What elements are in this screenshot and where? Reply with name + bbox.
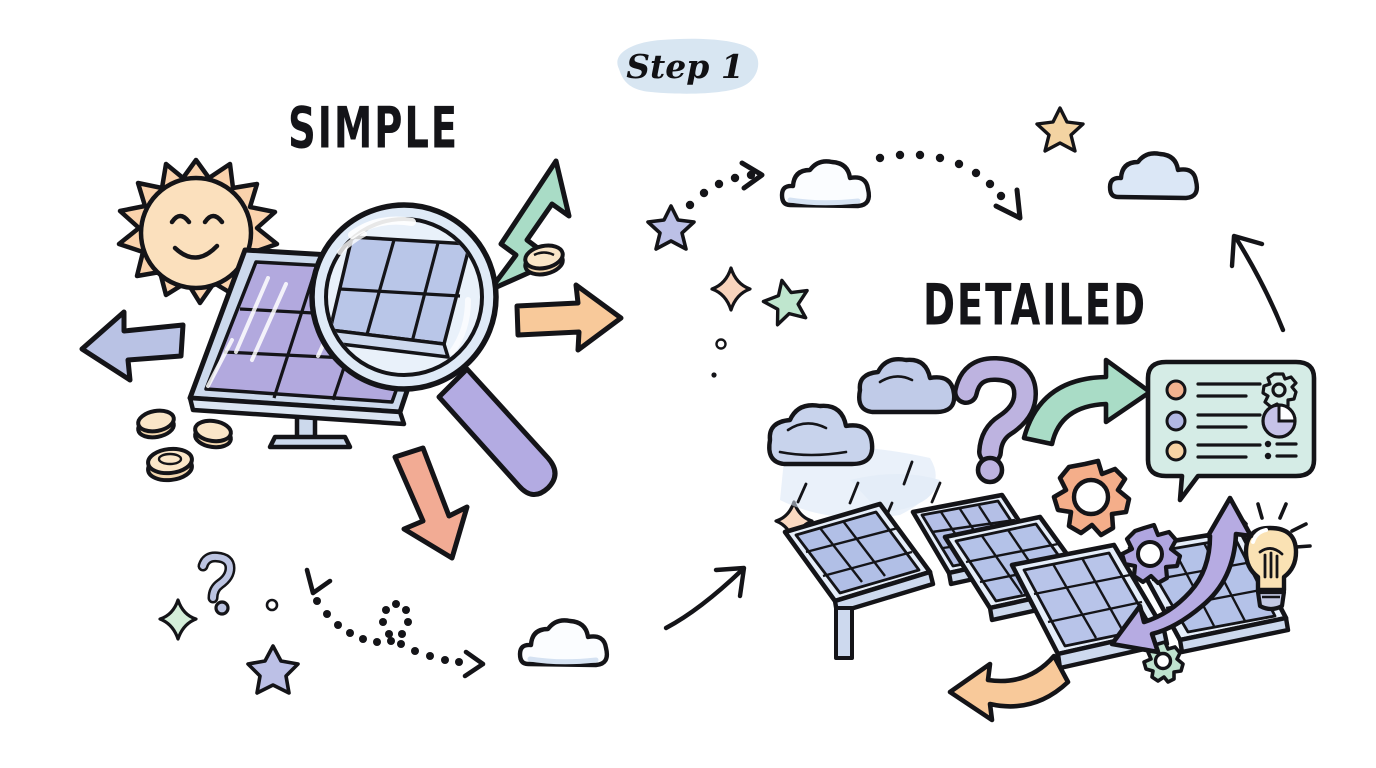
bubble-row xyxy=(1165,403,1297,439)
star-icon-gold xyxy=(1035,106,1085,153)
detailed-solar-scene xyxy=(740,340,1360,740)
row-dot-peach xyxy=(1165,379,1187,401)
curved-arrow-green-to-bubble xyxy=(1021,357,1153,447)
solar-panel-detailed xyxy=(782,501,936,616)
arrow-down-salmon xyxy=(392,445,470,561)
page-title-simple: SIMPLE xyxy=(288,95,460,162)
star-icon-blue xyxy=(246,644,300,695)
question-mark-icon-small xyxy=(197,551,236,616)
star-icon-green xyxy=(761,278,809,327)
thin-arrow-right-up xyxy=(1229,233,1286,333)
coin-icon xyxy=(146,446,194,483)
star-icon-purple xyxy=(646,204,696,251)
tiny-dot-solid xyxy=(711,372,717,378)
rain-cloud-icon xyxy=(767,403,875,467)
dotted-loop-bottom xyxy=(304,567,486,679)
question-mark-icon xyxy=(953,356,1038,485)
double-curved-arrow-purple xyxy=(1109,495,1254,655)
sparkle-icon-green xyxy=(158,598,198,641)
gear-icon-peach xyxy=(1051,458,1132,538)
magnifying-glass-icon xyxy=(309,202,558,497)
coin-icon xyxy=(193,418,233,450)
tiny-dot-outline-2 xyxy=(265,598,279,612)
curved-arrow-peach-left xyxy=(947,653,1071,723)
row-dot-blue xyxy=(1165,410,1187,432)
cloud-icon-blue-right xyxy=(1107,151,1200,201)
thin-arrow-bottom-center xyxy=(663,565,747,631)
page-title-detailed: DETAILED xyxy=(923,272,1147,339)
simple-solar-scene xyxy=(0,0,624,561)
row-dot-orange xyxy=(1165,440,1187,462)
cloud-icon-white-top xyxy=(779,159,872,209)
step-badge-label: Step 1 xyxy=(626,46,744,86)
detail-report-bubble[interactable] xyxy=(1136,350,1326,510)
bullet-list-icon xyxy=(1264,440,1298,460)
rain-cloud-icon xyxy=(857,357,957,415)
arrow-right-peach xyxy=(514,282,624,353)
pie-chart-icon xyxy=(1261,403,1297,439)
bubble-row xyxy=(1165,440,1298,462)
tiny-dot-outline xyxy=(715,338,727,350)
step-badge-blob xyxy=(617,38,759,94)
dotted-arc-top-left xyxy=(685,160,765,210)
arrow-left-periwinkle xyxy=(79,309,186,383)
cloud-icon-white-bottom xyxy=(517,618,610,668)
step-badge: Step 1 xyxy=(605,35,765,97)
gear-icon-purple xyxy=(1119,522,1183,586)
dotted-arc-top-right xyxy=(875,150,1023,221)
rain-streaks xyxy=(796,460,942,524)
coin-icon xyxy=(523,243,565,277)
coin-icon xyxy=(136,408,176,440)
sparkle-icon-peach xyxy=(710,266,752,312)
lightbulb-icon xyxy=(1234,502,1312,612)
